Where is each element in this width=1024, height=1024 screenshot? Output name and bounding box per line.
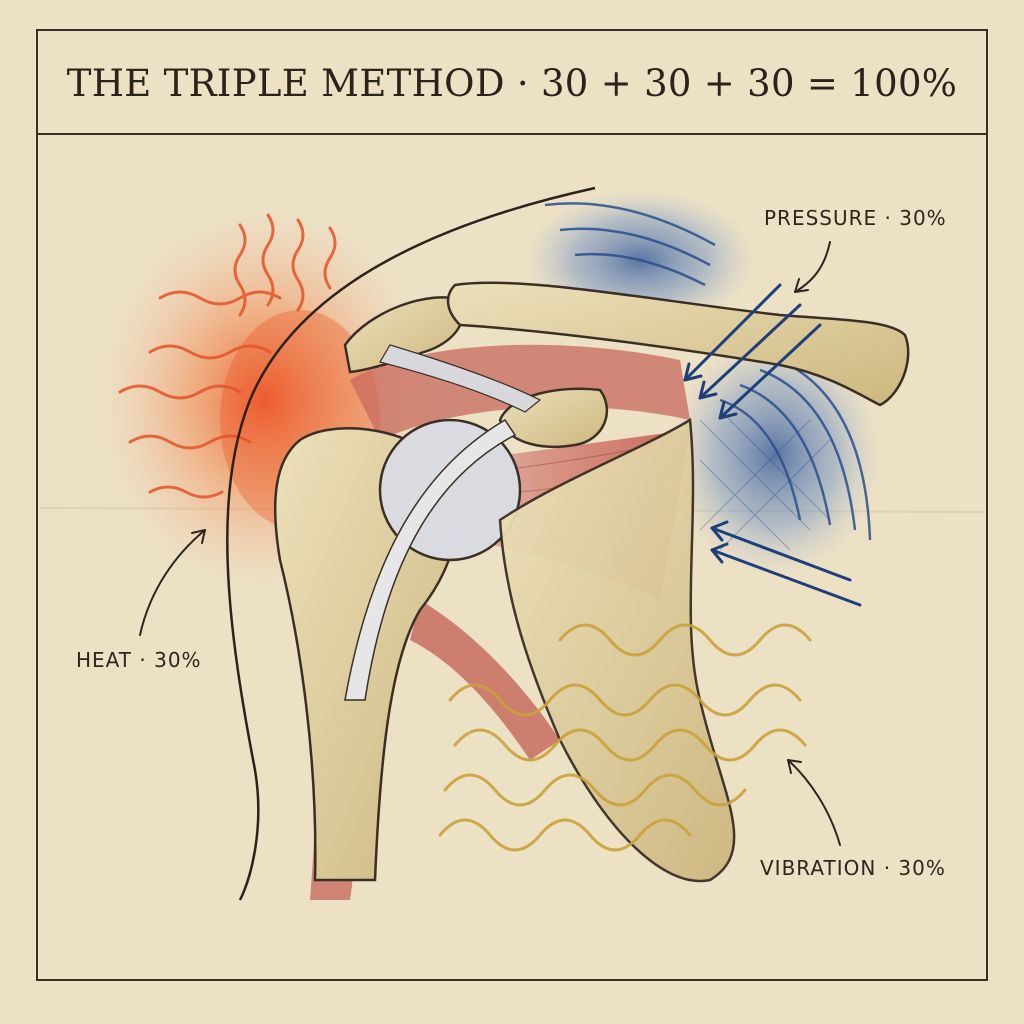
page-title: THE TRIPLE METHOD · 30 + 30 + 30 = 100% [40, 62, 984, 105]
pressure-label: PRESSURE · 30% [764, 206, 947, 230]
heat-label: HEAT · 30% [76, 648, 202, 672]
vibration-label: VIBRATION · 30% [760, 856, 946, 880]
